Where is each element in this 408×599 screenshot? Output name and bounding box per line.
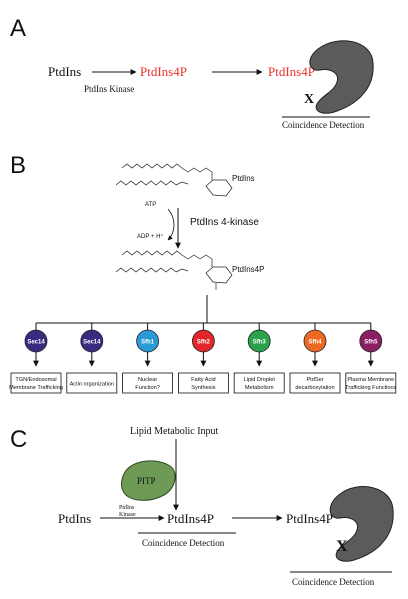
function-box	[10, 372, 62, 394]
function-text: Function?	[135, 385, 160, 391]
atp-label: ATP	[145, 202, 156, 208]
adp-label: ADP + H⁺	[137, 233, 164, 240]
function-text: decarboxylation	[295, 385, 334, 391]
function-text: Fatty Acid	[191, 377, 216, 383]
x-label-c: X	[336, 538, 348, 555]
panel-a: A PtdIns PtdIns Kinase PtdIns4P PtdIns4P…	[10, 15, 374, 130]
function-text: Trafficking Functions	[345, 385, 396, 391]
protein-name: Sec14	[83, 340, 101, 346]
function-box	[177, 372, 229, 394]
function-text: Actin organization	[70, 382, 114, 388]
ptdins4p-label-1: PtdIns4P	[140, 64, 187, 79]
function-box	[233, 372, 285, 394]
function-box	[122, 372, 173, 394]
panel-b: B PtdIns ATP ADP + H⁺ PtdIns 4-kinase	[9, 152, 397, 394]
coincidence-label-c-1: Coincidence Detection	[142, 538, 225, 548]
panel-a-label: A	[10, 15, 26, 42]
function-text: PtdSer	[306, 377, 323, 383]
panel-c-label: C	[10, 426, 27, 453]
ptdins-label: PtdIns	[48, 64, 81, 79]
function-box	[345, 372, 397, 394]
ptdins4p-label-c-1: PtdIns4P	[167, 511, 214, 526]
protein-name: Sec14	[27, 340, 45, 346]
coincidence-label: Coincidence Detection	[282, 120, 365, 130]
ptdins4p-label-c-2: PtdIns4P	[286, 511, 333, 526]
function-text: Plasma Membrane	[347, 377, 394, 383]
kinase-label-c-2: Kinase	[119, 512, 136, 518]
ptdins4p-structure	[115, 250, 233, 290]
function-text: Lipid Droplet	[243, 377, 275, 383]
protein-name: Sfh5	[364, 340, 378, 346]
ptdins4p-structure-label: PtdIns4P	[232, 265, 264, 274]
pitp-label: PITP	[137, 476, 156, 486]
kinase-label-c-1: PtdIns	[119, 505, 135, 511]
ptdins-structure	[115, 163, 233, 197]
coincidence-label-c-2: Coincidence Detection	[292, 577, 375, 587]
panel-c: C Lipid Metabolic Input PITP PtdIns PtdI…	[10, 426, 394, 587]
function-text: Membrane Trafficking	[9, 385, 63, 391]
kinase-curved-arrow	[167, 208, 175, 241]
ptdins4p-label-2: PtdIns4P	[268, 64, 315, 79]
function-box	[289, 372, 341, 394]
effector-protein-shape-c	[329, 486, 394, 562]
protein-name: Sfh2	[197, 340, 211, 346]
function-text: Nuclear	[138, 377, 157, 383]
kinase-label: PtdIns Kinase	[84, 84, 134, 94]
panel-b-label: B	[10, 152, 26, 179]
function-box	[66, 372, 118, 394]
protein-name: Sfh4	[308, 340, 322, 346]
function-text: Synthesis	[191, 385, 215, 391]
protein-tree	[36, 295, 371, 324]
ptdins-structure-label: PtdIns	[232, 174, 255, 183]
protein-name: Sfh3	[253, 340, 267, 346]
function-text: Metabolism	[245, 385, 274, 391]
protein-name: Sfh1	[141, 340, 155, 346]
pitp-protein-shape	[121, 460, 176, 501]
kinase-label-b: PtdIns 4-kinase	[190, 217, 259, 228]
ptdins-label-c: PtdIns	[58, 511, 91, 526]
x-label: X	[304, 92, 314, 107]
lipid-input-label: Lipid Metabolic Input	[130, 426, 219, 437]
effector-protein-shape	[309, 40, 374, 114]
function-text: TGN/Endosomal	[15, 377, 56, 383]
